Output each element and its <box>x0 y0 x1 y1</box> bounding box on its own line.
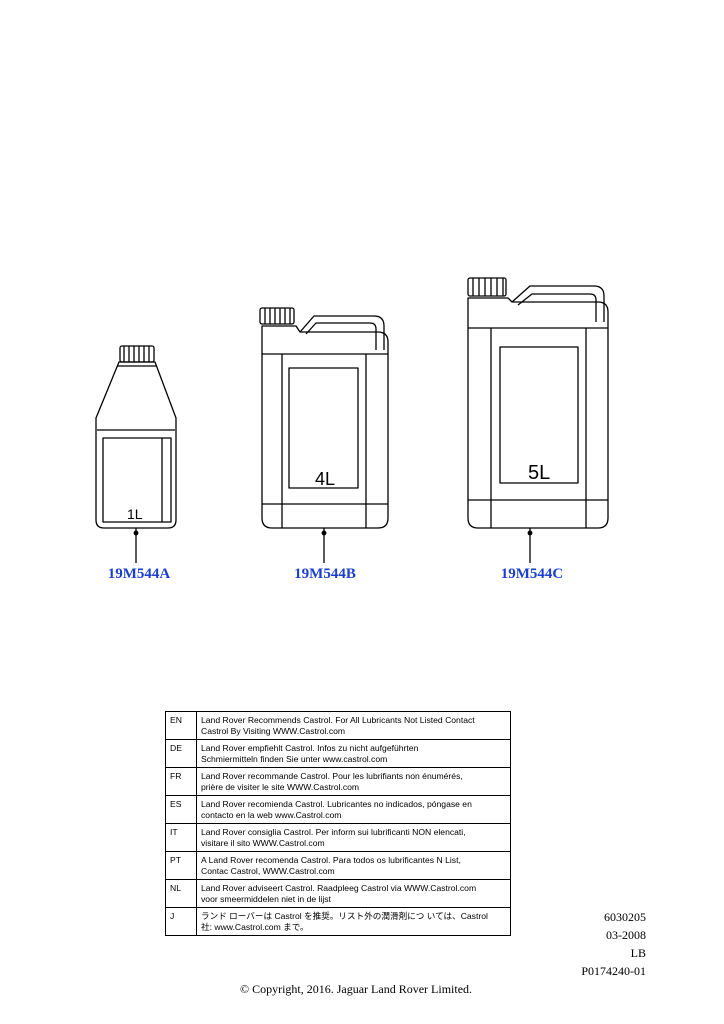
volume-label-5l: 5L <box>528 462 550 484</box>
part-link-19m544b[interactable]: 19M544B <box>294 566 356 582</box>
diagram-code: 6030205 <box>604 910 646 924</box>
volume-label-1l: 1L <box>127 506 143 522</box>
can-5l: 5L <box>467 277 609 563</box>
bottle-1l: 1L <box>95 345 177 563</box>
language-text: A Land Rover recomenda Castrol. Para tod… <box>196 851 511 880</box>
illustration-id: P0174240-01 <box>581 964 646 978</box>
language-code: NL <box>165 879 197 908</box>
language-code: PT <box>165 851 197 880</box>
language-text: Land Rover recomienda Castrol. Lubricant… <box>196 795 511 824</box>
diagram-date: 03-2008 <box>606 928 646 942</box>
language-code: FR <box>165 767 197 796</box>
language-text: Land Rover recommande Castrol. Pour les … <box>196 767 511 796</box>
language-code: J <box>165 907 197 936</box>
language-text: Land Rover consiglia Castrol. Per inform… <box>196 823 511 852</box>
language-text: Land Rover empfiehlt Castrol. Infos zu n… <box>196 739 511 768</box>
containers-illustration: 1L 4L <box>95 277 609 563</box>
language-code: ES <box>165 795 197 824</box>
diagram-region: LB <box>630 946 646 960</box>
language-code: IT <box>165 823 197 852</box>
language-text: Land Rover adviseert Castrol. Raadpleeg … <box>196 879 511 908</box>
language-text: Land Rover Recommends Castrol. For All L… <box>196 711 511 740</box>
part-link-19m544a[interactable]: 19M544A <box>107 566 171 582</box>
volume-label-4l: 4L <box>315 469 335 489</box>
copyright-notice: © Copyright, 2016. Jaguar Land Rover Lim… <box>239 982 473 996</box>
language-text: ランド ローバーは Castrol を推奨。リスト外の潤滑剤につ いては、Cas… <box>196 907 511 936</box>
part-link-19m544c[interactable]: 19M544C <box>500 566 564 582</box>
can-4l: 4L <box>259 307 389 563</box>
language-code: EN <box>165 711 197 740</box>
language-code: DE <box>165 739 197 768</box>
